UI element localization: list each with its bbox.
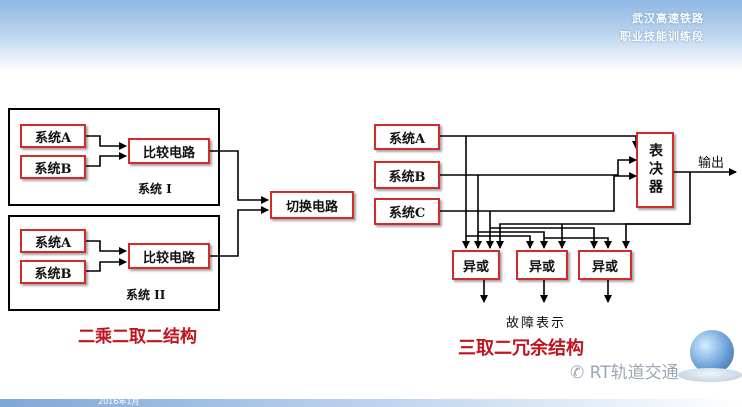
voter-box: 表决器 — [636, 132, 674, 208]
xor-gate-3: 异或 — [578, 250, 632, 280]
output-label: 输出 — [698, 156, 725, 171]
system-1-label: 系统 I — [138, 182, 172, 196]
system-2-label: 系统 II — [126, 288, 166, 302]
right-system-c-box: 系统C — [374, 198, 440, 225]
left-compare-circuit-1: 比较电路 — [128, 138, 210, 164]
fault-indication-label: 故障表示 — [506, 316, 567, 331]
left-system-a-box: 系统A — [20, 124, 86, 148]
header-banner: 武汉高速铁路 职业技能训练段 — [0, 0, 742, 72]
header-title: 武汉高速铁路 — [632, 12, 704, 25]
left-caption: 二乘二取二结构 — [78, 327, 197, 347]
switch-circuit-box: 切换电路 — [270, 191, 354, 219]
left-compare-circuit-2: 比较电路 — [128, 243, 210, 269]
watermark: ✆ RT轨道交通 — [570, 358, 679, 383]
footer-bar — [0, 399, 742, 407]
footer-date: 2016年1月 — [98, 397, 140, 406]
left-system-a-box-2: 系统A — [20, 229, 86, 253]
globe-icon — [690, 330, 734, 374]
wechat-icon: ✆ — [570, 363, 585, 383]
xor-gate-1: 异或 — [452, 250, 500, 280]
right-system-a-box: 系统A — [374, 124, 440, 150]
left-system-b-box: 系统B — [20, 155, 86, 179]
header-subtitle: 职业技能训练段 — [620, 30, 704, 43]
right-caption: 三取二冗余结构 — [458, 338, 584, 359]
globe-plate — [678, 368, 742, 382]
left-system-b-box-2: 系统B — [20, 260, 86, 284]
xor-gate-2: 异或 — [516, 250, 568, 280]
right-system-b-box: 系统B — [374, 161, 440, 189]
watermark-text: RT轨道交通 — [589, 363, 679, 383]
